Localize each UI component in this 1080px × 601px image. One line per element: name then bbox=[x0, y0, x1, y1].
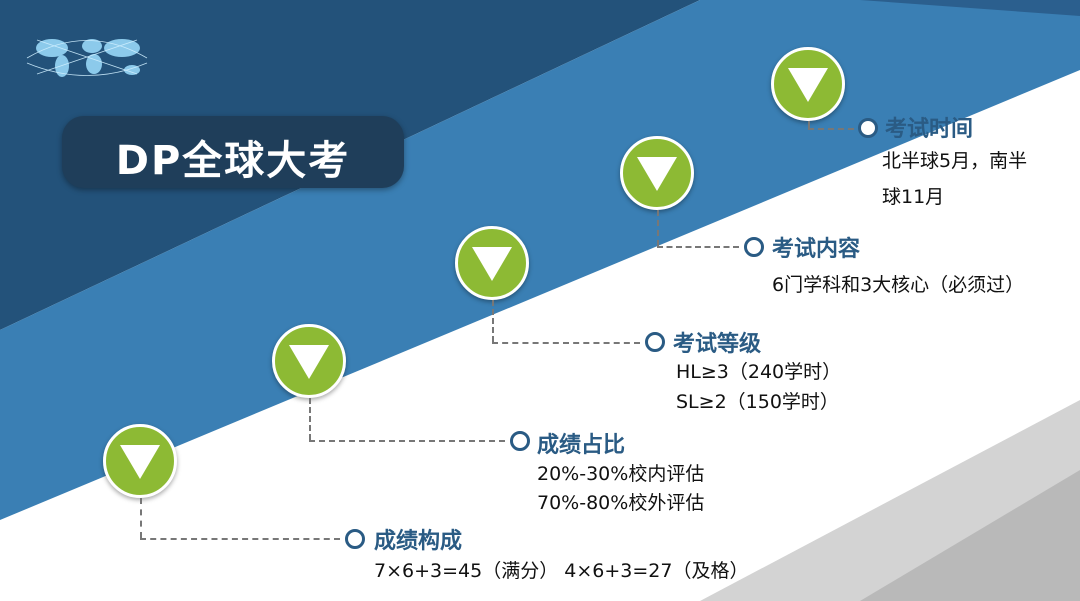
connector-vertical-1 bbox=[140, 498, 142, 538]
connector-horizontal-2 bbox=[309, 440, 505, 442]
step-line-2-2: 70%-80%校外评估 bbox=[537, 492, 705, 514]
world-map-icon bbox=[26, 39, 148, 77]
step-line-1-1: 7×6+3=45（满分） 4×6+3=27（及格） bbox=[374, 560, 749, 582]
triangle-down-icon bbox=[289, 345, 329, 379]
connector-vertical-3 bbox=[492, 300, 494, 342]
page-title: DP全球大考 bbox=[115, 138, 351, 184]
step-line-3-1: HL≥3（240学时） bbox=[676, 361, 842, 383]
step-line-2-1: 20%-30%校内评估 bbox=[537, 463, 705, 485]
bullet-dot-5 bbox=[858, 118, 878, 138]
step-marker-1 bbox=[103, 424, 177, 498]
connector-vertical-2 bbox=[309, 398, 311, 440]
step-title-1: 成绩构成 bbox=[374, 529, 463, 554]
step-line-4-1: 6门学科和3大核心（必须过） bbox=[772, 274, 1025, 296]
bullet-dot-3 bbox=[645, 332, 665, 352]
step-line-5-2: 球11月 bbox=[882, 186, 945, 208]
step-title-3: 考试等级 bbox=[673, 332, 762, 357]
title-badge: DP全球大考 bbox=[62, 116, 404, 188]
bullet-dot-4 bbox=[744, 237, 764, 257]
connector-horizontal-4 bbox=[657, 246, 739, 248]
connector-horizontal-1 bbox=[140, 538, 340, 540]
step-marker-4 bbox=[620, 136, 694, 210]
step-title-2: 成绩占比 bbox=[537, 433, 626, 458]
triangle-down-icon bbox=[788, 68, 828, 102]
step-line-5-1: 北半球5月，南半 bbox=[882, 150, 1028, 172]
step-marker-2 bbox=[272, 324, 346, 398]
triangle-down-icon bbox=[120, 445, 160, 479]
connector-horizontal-5 bbox=[808, 128, 854, 130]
step-marker-5 bbox=[771, 47, 845, 121]
triangle-down-icon bbox=[637, 157, 677, 191]
step-title-5: 考试时间 bbox=[885, 117, 974, 142]
connector-horizontal-3 bbox=[492, 342, 640, 344]
connector-vertical-4 bbox=[657, 210, 659, 246]
connector-vertical-5 bbox=[808, 121, 810, 128]
triangle-down-icon bbox=[472, 247, 512, 281]
step-line-3-2: SL≥2（150学时） bbox=[676, 391, 839, 413]
bullet-dot-1 bbox=[345, 529, 365, 549]
step-title-4: 考试内容 bbox=[772, 237, 861, 262]
bullet-dot-2 bbox=[510, 431, 530, 451]
step-marker-3 bbox=[455, 226, 529, 300]
